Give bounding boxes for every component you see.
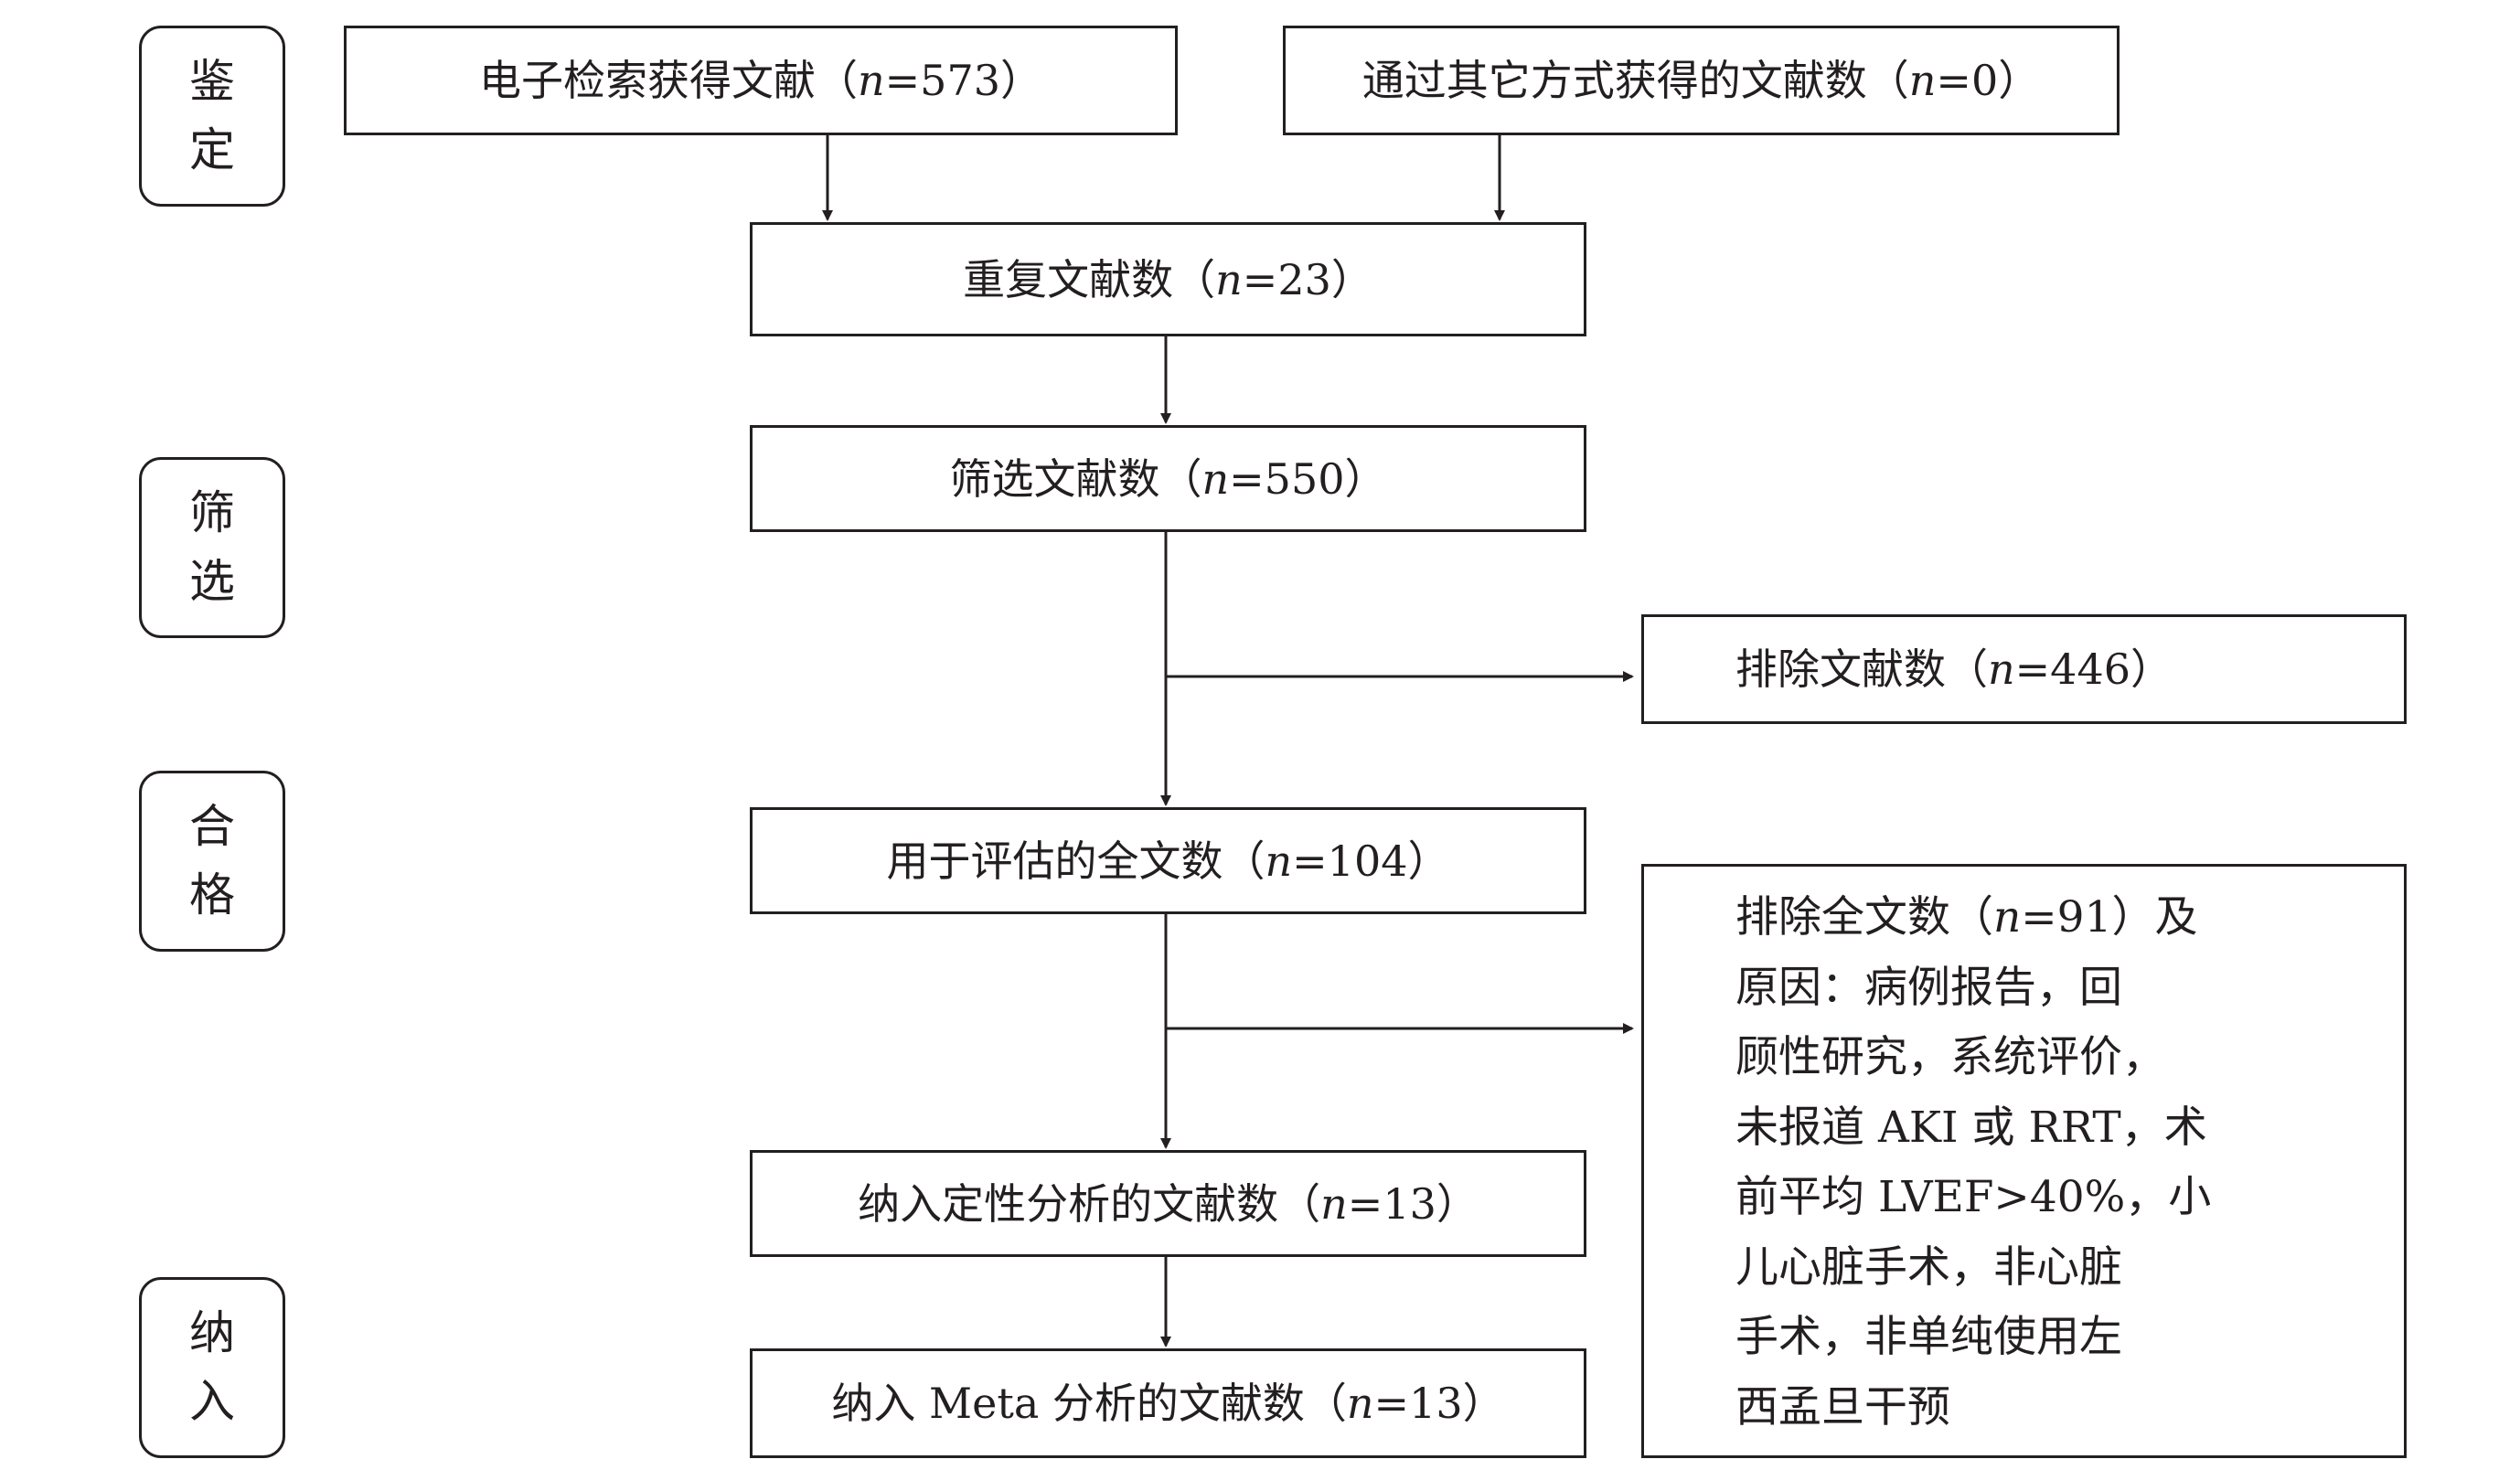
stage-char: 选: [189, 555, 235, 608]
close-paren: ）: [1344, 453, 1387, 504]
count-value: =550: [1229, 453, 1345, 504]
count-value: =573: [884, 56, 1000, 105]
box-label: 通过其它方式获得的文献数（: [1361, 56, 1909, 105]
exclusion-count-line: 排除全文数（n=91）及: [1735, 883, 2367, 953]
exclusion-reason-line: 顾性研究，系统评价，: [1735, 1032, 2165, 1082]
n-symbol: n: [858, 56, 885, 105]
stage-label-screening: 筛 选: [139, 457, 285, 638]
exclusion-reason-line: 未报道 AKI 或 RRT，术: [1735, 1102, 2207, 1153]
stage-label-identification: 鉴 定: [139, 26, 285, 207]
stage-char: 入: [189, 1375, 235, 1428]
exclusion-suffix: ）及: [2111, 892, 2198, 943]
exclusion-reason-line: 原因：病例报告，回: [1735, 962, 2122, 1013]
stage-char: 鉴: [189, 55, 235, 108]
box-label: 筛选文献数（: [949, 453, 1202, 504]
n-symbol: n: [1265, 836, 1293, 886]
box-label: 纳入定性分析的文献数（: [858, 1178, 1321, 1229]
stage-char: 筛: [189, 486, 235, 539]
close-paren: ）: [2130, 644, 2173, 694]
electronic-search-box: 电子检索获得文献（n=573）: [344, 26, 1178, 135]
exclusion-reason-line: 手术，非单纯使用左: [1735, 1312, 2122, 1362]
n-symbol: n: [1346, 1379, 1374, 1428]
close-paren: ）: [1407, 836, 1450, 886]
n-symbol: n: [1201, 453, 1230, 504]
n-symbol: n: [1908, 56, 1937, 105]
count-value: =13: [1373, 1379, 1463, 1428]
count-value: =91: [2021, 892, 2112, 943]
excluded-box: 排除文献数（n=446）: [1641, 614, 2407, 724]
n-symbol: n: [1320, 1178, 1348, 1229]
count-value: =13: [1347, 1178, 1436, 1229]
exclusion-reason-line: 儿心脏手术，非心脏: [1735, 1241, 2122, 1293]
box-label: 纳入 Meta 分析的文献数（: [831, 1379, 1347, 1428]
stage-char: 合: [189, 800, 235, 853]
count-value: =446: [2014, 644, 2130, 694]
qualitative-analysis-box: 纳入定性分析的文献数（n=13）: [750, 1150, 1586, 1257]
full-text-excluded-box: 排除全文数（n=91）及 原因：病例报告，回 顾性研究，系统评价， 未报道 AK…: [1641, 864, 2407, 1458]
stage-char: 格: [189, 868, 235, 921]
full-text-assessed-box: 用于评估的全文数（n=104）: [750, 807, 1586, 914]
other-sources-box: 通过其它方式获得的文献数（n=0）: [1283, 26, 2120, 135]
close-paren: ）: [999, 56, 1042, 105]
close-paren: ）: [1462, 1379, 1505, 1428]
stage-label-eligibility: 合 格: [139, 771, 285, 952]
exclusion-prefix: 排除全文数（: [1735, 892, 1993, 943]
count-value: =23: [1242, 254, 1331, 304]
duplicates-box: 重复文献数（n=23）: [750, 222, 1586, 336]
screened-box: 筛选文献数（n=550）: [750, 425, 1586, 532]
stage-label-included: 纳 入: [139, 1277, 285, 1458]
stage-char: 纳: [189, 1306, 235, 1359]
count-value: =104: [1292, 836, 1408, 886]
box-label: 电子检索获得文献（: [479, 56, 858, 105]
close-paren: ）: [1330, 254, 1373, 304]
count-value: =0: [1936, 56, 1999, 105]
meta-analysis-box: 纳入 Meta 分析的文献数（n=13）: [750, 1348, 1586, 1458]
box-label: 排除文献数（: [1735, 644, 1988, 694]
n-symbol: n: [1993, 892, 2022, 943]
close-paren: ）: [1998, 56, 2041, 105]
box-label: 重复文献数（: [963, 254, 1216, 304]
exclusion-reason-line: 西孟旦干预: [1735, 1381, 1950, 1433]
exclusion-reason-line: 前平均 LVEF>40%，小: [1735, 1172, 2212, 1222]
stage-char: 定: [189, 123, 235, 176]
n-symbol: n: [1215, 254, 1243, 304]
box-label: 用于评估的全文数（: [886, 836, 1265, 886]
n-symbol: n: [1988, 644, 2015, 694]
close-paren: ）: [1436, 1178, 1479, 1229]
